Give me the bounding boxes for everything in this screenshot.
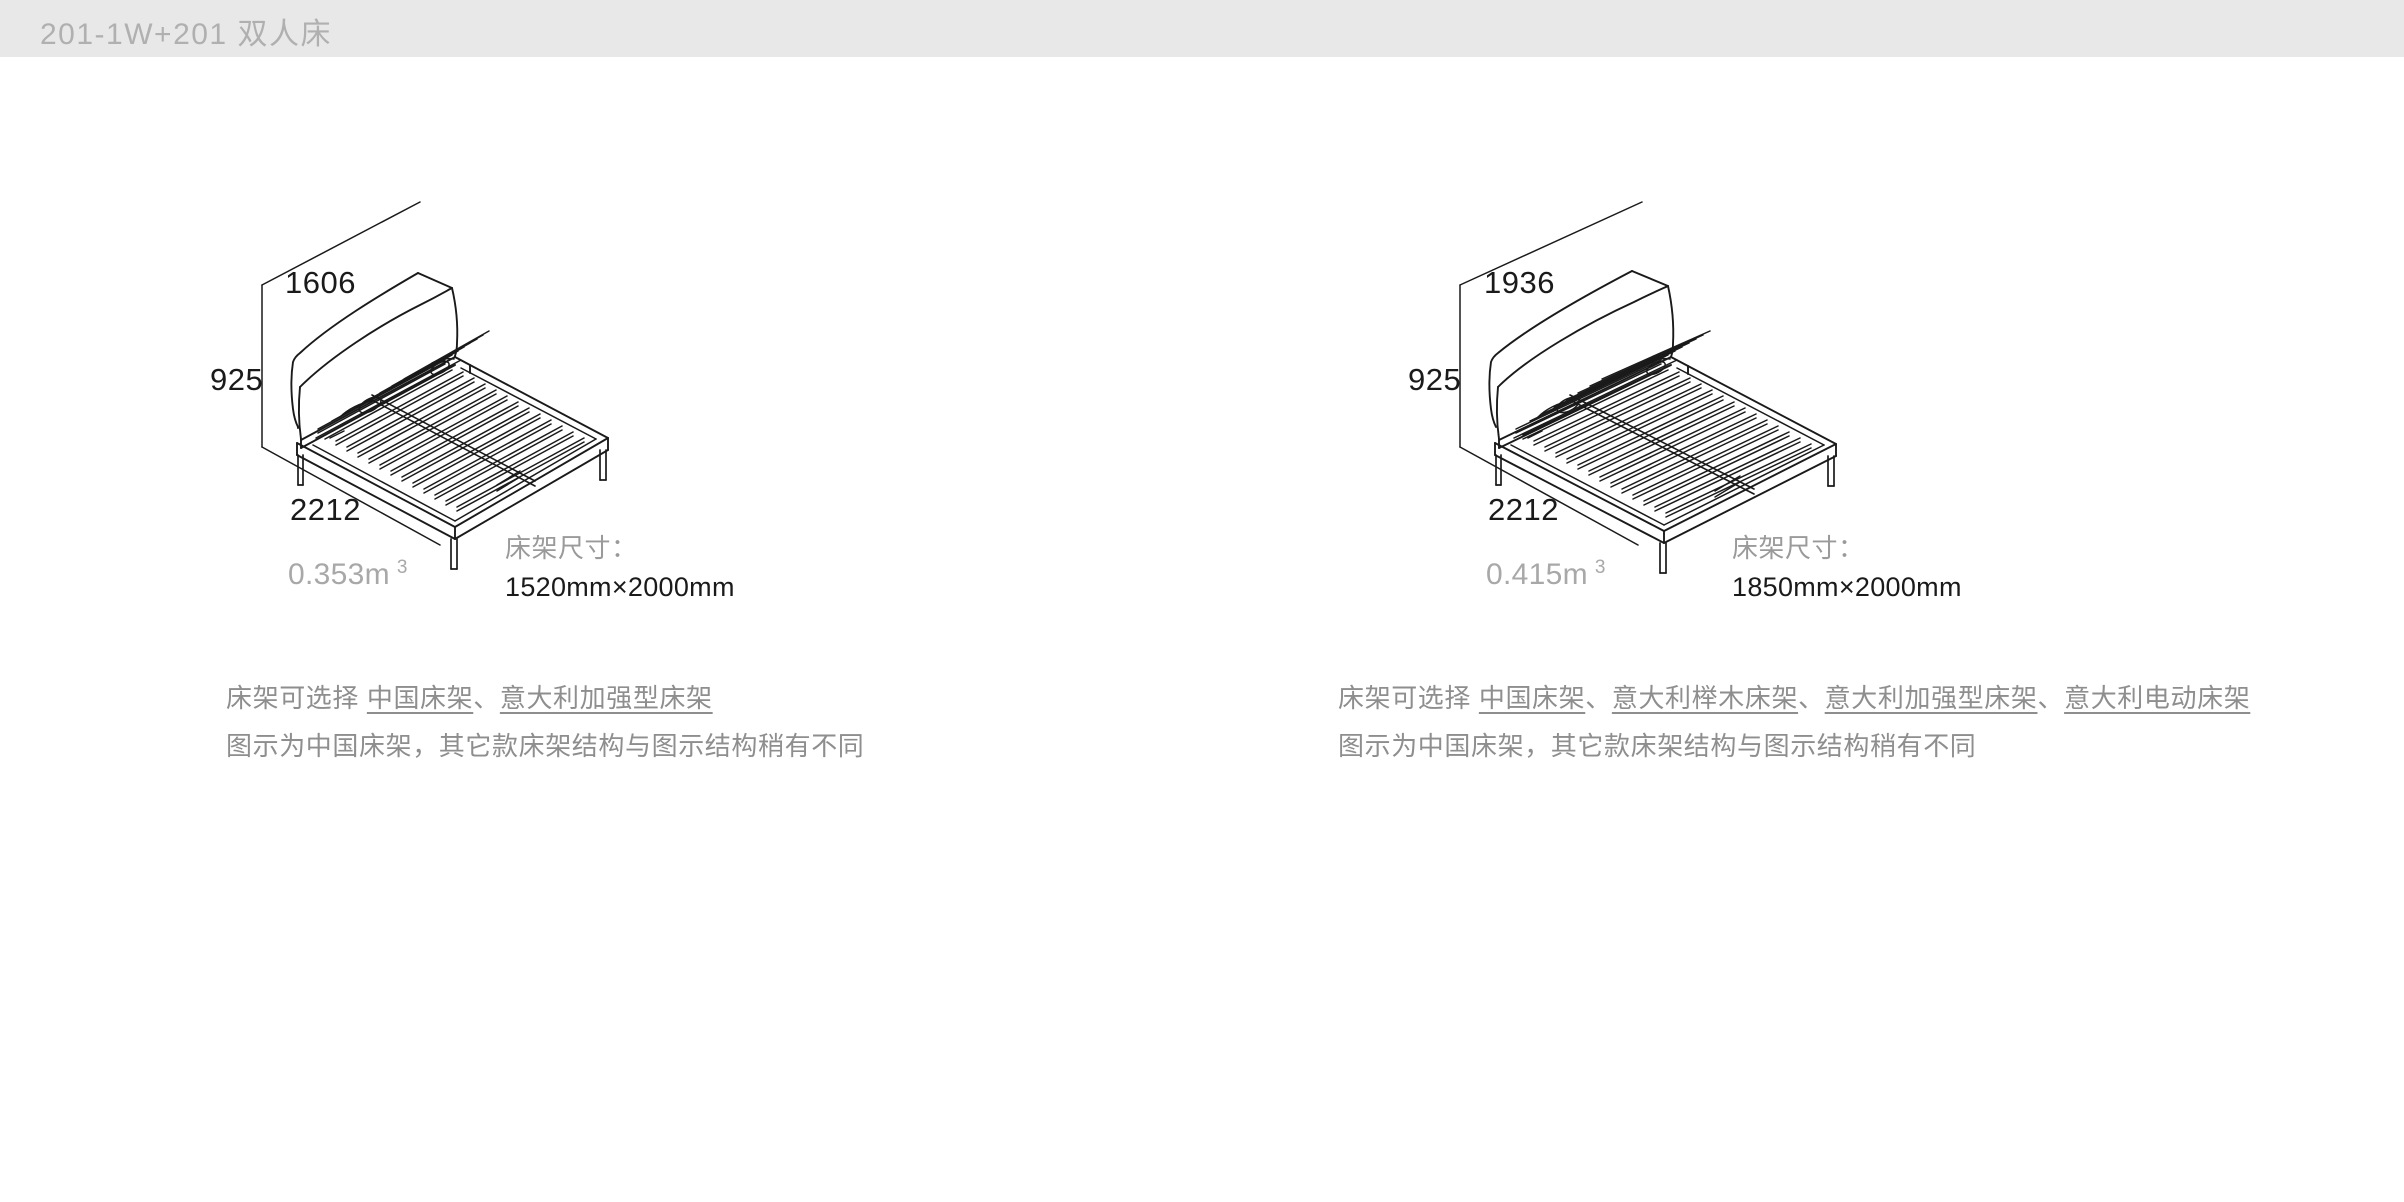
header-bar: 201-1W+201 双人床 [0,0,2404,57]
note-option-china-frame[interactable]: 中国床架 [1478,683,1586,713]
product-variant-panel-right: 1936 925 2212 0.415m 3 床架尺寸： 1850mm×2000m… [1202,57,2404,1202]
note-description-line: 图示为中国床架，其它款床架结构与图示结构稍有不同 [226,731,865,762]
product-variant-panel-left: 1606 925 2212 0.353m 3 床架尺寸： 1520mm×2000m… [0,57,1202,1202]
notes-block: 床架可选择 中国床架、意大利榉木床架、意大利加强型床架、意大利电动床架 图示为中… [1338,674,2250,770]
note-separator: 、 [1798,683,1825,713]
dimension-length-label: 2212 [1488,492,1559,527]
frame-brackets [329,357,521,492]
bed-legs [297,449,607,570]
volume-text: 0.415m 3 [1486,557,1606,592]
notes-block: 床架可选择 中国床架、意大利加强型床架 图示为中国床架，其它款床架结构与图示结构… [226,674,864,770]
dimension-width-label: 1936 [1484,265,1555,300]
volume-exponent: 3 [1594,557,1606,578]
bed-platform-inner-edges [1510,359,1825,526]
volume-value: 0.353m [288,558,390,591]
bed-frame-isometric-drawing [261,201,609,570]
note-option-italy-electric-frame[interactable]: 意大利电动床架 [2064,683,2251,713]
note-options-line: 床架可选择 中国床架、意大利加强型床架 [226,674,864,722]
frame-size-value: 1520mm×2000mm [505,571,735,602]
dimension-guides [261,201,441,546]
frame-size-block: 床架尺寸： 1850mm×2000mm [1732,530,1962,607]
note-separator: 、 [2037,683,2065,713]
bed-frame-isometric-drawing [1459,201,1837,574]
dimension-guides [1459,201,1643,546]
bed-legs [1495,454,1835,574]
dimension-height-label: 925 [210,362,264,397]
frame-size-label: 床架尺寸： [505,533,638,563]
note-options-line: 床架可选择 中国床架、意大利榉木床架、意大利加强型床架、意大利电动床架 [1338,674,2250,722]
note-separator: 、 [1585,683,1612,713]
volume-exponent: 3 [396,557,408,578]
note-prefix: 床架可选择 [226,683,360,713]
bed-figure-right: 1936 925 2212 [1202,57,2404,817]
headboard [290,272,459,441]
bed-platform-inner-edges [312,359,597,522]
note-prefix: 床架可选择 [1338,683,1472,713]
dimension-height-label: 925 [1408,362,1462,397]
note-description-line: 图示为中国床架，其它款床架结构与图示结构稍有不同 [1338,731,1977,762]
volume-text: 0.353m 3 [288,557,408,592]
frame-size-block: 床架尺寸： 1520mm×2000mm [505,530,735,607]
bed-figure-left: 1606 925 2212 [0,57,1202,817]
note-separator: 、 [473,683,500,713]
note-option-italy-beech-frame[interactable]: 意大利榉木床架 [1611,683,1799,713]
note-option-italy-reinforced-frame[interactable]: 意大利加强型床架 [499,683,713,713]
volume-value: 0.415m [1486,558,1588,591]
note-option-china-frame[interactable]: 中国床架 [366,683,474,713]
dimension-width-label: 1606 [285,265,356,300]
page-title: 201-1W+201 双人床 [40,18,332,51]
slats-group [1515,330,1812,518]
dimension-length-label: 2212 [290,492,361,527]
headboard [1488,270,1675,440]
frame-size-value: 1850mm×2000mm [1732,571,1962,602]
frame-brackets [1527,357,1741,498]
note-option-italy-reinforced-frame[interactable]: 意大利加强型床架 [1824,683,2038,713]
frame-size-label: 床架尺寸： [1732,533,1865,563]
